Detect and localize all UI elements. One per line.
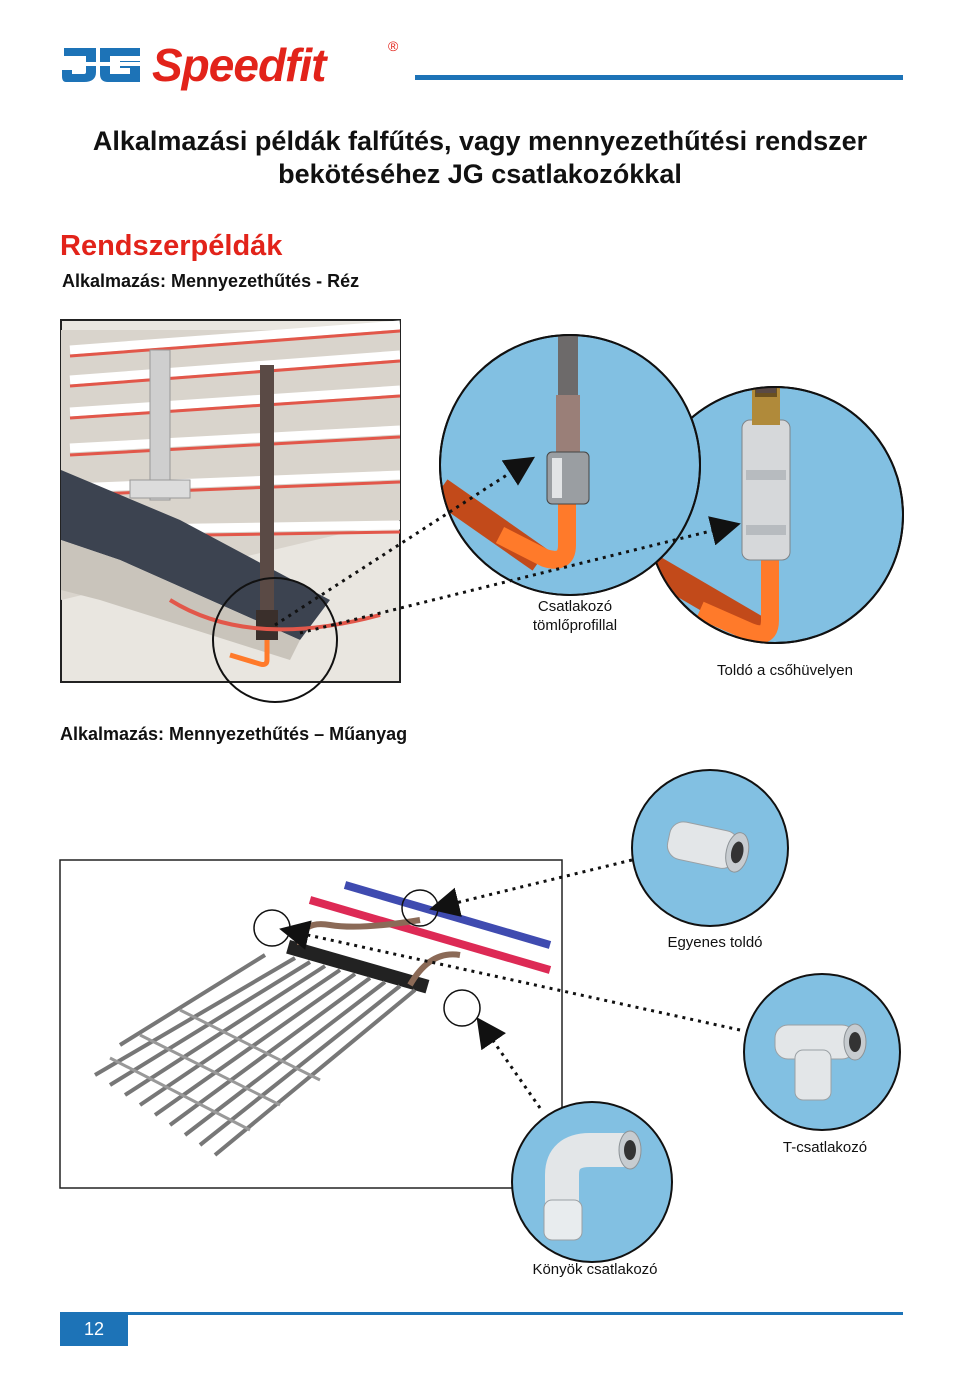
- sleeve-coupler-label: Toldó a csőhüvelyen: [717, 662, 853, 679]
- straight-coupler-label: Egyenes toldó: [667, 934, 763, 951]
- copper-application-heading: Alkalmazás: Mennyezethűtés - Réz: [62, 271, 360, 291]
- header-rule: [415, 75, 903, 80]
- hose-connector-label: Csatlakozó tömlőprofillal: [532, 598, 618, 634]
- sleeve-coupler-detail: [646, 386, 904, 644]
- logo-wordmark: Speedfit: [152, 39, 326, 91]
- elbow-connector-photo: [511, 1101, 673, 1263]
- page-title: Alkalmazási példák falfűtés, vagy mennye…: [92, 126, 868, 189]
- brand-logo: Speedfit ®: [60, 38, 400, 94]
- section-title: Rendszerpéldák: [60, 230, 283, 262]
- tee-connector-photo: [743, 973, 901, 1131]
- straight-coupler-photo: [631, 769, 789, 927]
- plastic-manifold-illustration: [59, 859, 563, 1189]
- elbow-connector-label: Könyök csatlakozó: [532, 1261, 658, 1278]
- plastic-leader-lines: [279, 858, 741, 1109]
- copper-connector-detail: [439, 334, 701, 596]
- tee-connector-label: T-csatlakozó: [782, 1139, 868, 1156]
- copper-leader-lines: [274, 456, 741, 635]
- ceiling-panel-illustration: [60, 319, 401, 703]
- footer-rule: [60, 1312, 903, 1315]
- jg-logo-icon: [60, 48, 144, 82]
- plastic-application-heading: Alkalmazás: Mennyezethűtés – Műanyag: [60, 724, 408, 744]
- page-number: 12: [60, 1312, 128, 1346]
- registered-mark: ®: [388, 38, 399, 54]
